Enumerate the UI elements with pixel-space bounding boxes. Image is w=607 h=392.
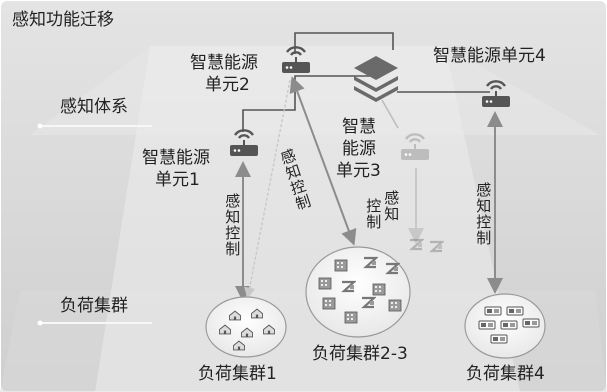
unit3-label-line3: 单元3 [336, 161, 381, 181]
cluster1-ellipse [205, 296, 287, 358]
load-cluster-layer-label: 负荷集群 [60, 296, 128, 316]
migration-title: 感知功能迁移 [12, 10, 114, 30]
unit2-label-line2: 单元2 [205, 75, 250, 95]
control-label-unit4: 感知控制 [474, 182, 493, 246]
layers-icon [354, 56, 398, 102]
control-arrows [235, 76, 503, 302]
unit2-label-line1: 智慧能源 [190, 53, 258, 73]
unit1-label-line1: 智慧能源 [142, 148, 210, 168]
cluster1-label: 负荷集群1 [198, 364, 277, 384]
control-label-unit1: 感知控制 [223, 193, 242, 257]
perception-guide-dot [37, 123, 43, 129]
cluster23-label: 负荷集群2-3 [312, 344, 408, 364]
cluster4-label: 负荷集群4 [466, 364, 545, 384]
unit3-label-line2: 能源 [342, 139, 376, 159]
control-label-unit3-col2: 控制 [364, 198, 383, 230]
perception-system-label: 感知体系 [60, 97, 128, 117]
centre-channel [95, 46, 520, 392]
cluster-guide-dot [37, 320, 43, 326]
cluster23-ellipse [305, 246, 411, 338]
unit1-label-line2: 单元1 [155, 170, 200, 190]
control-label-unit3-col1: 感知 [382, 190, 401, 222]
unit4-label: 智慧能源单元4 [433, 46, 546, 66]
unit3-label-line1: 智慧 [342, 117, 376, 137]
